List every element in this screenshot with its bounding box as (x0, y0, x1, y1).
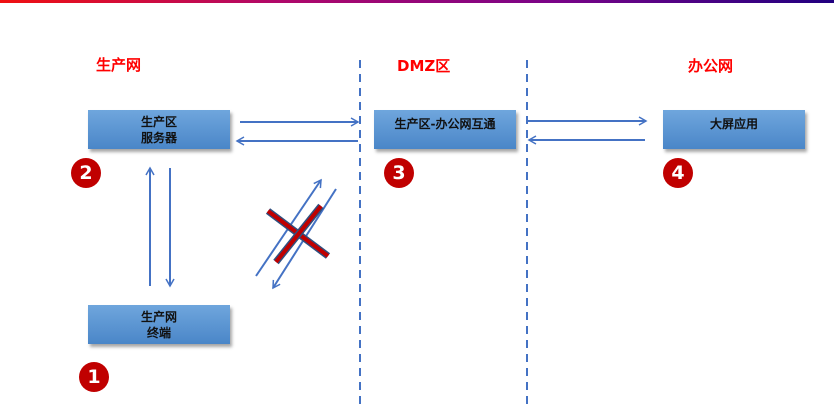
box-label: 大屏应用 (709, 117, 758, 131)
badge-2: 2 (71, 158, 101, 188)
box-label: 终端 (146, 325, 171, 340)
dmz-interconnect-box: 生产区-办公网互通 (374, 110, 516, 149)
zone-label-dmz: DMZ区 (397, 57, 451, 75)
box-label: 生产网 (140, 309, 177, 324)
production-server-box: 生产区 服务器 (88, 110, 230, 149)
blocked-cross-icon (265, 203, 331, 265)
zone-label-production: 生产网 (96, 56, 142, 74)
badge-1: 1 (79, 362, 109, 392)
top-gradient-bar (0, 0, 834, 3)
production-terminal-box: 生产网 终端 (88, 305, 230, 344)
box-label: 生产区 (140, 114, 177, 129)
box-label: 服务器 (140, 130, 177, 145)
zone-label-office: 办公网 (688, 57, 734, 75)
box-label: 生产区-办公网互通 (394, 117, 496, 131)
badge-4: 4 (663, 158, 693, 188)
badge-3: 3 (384, 158, 414, 188)
big-screen-app-box: 大屏应用 (663, 110, 805, 149)
